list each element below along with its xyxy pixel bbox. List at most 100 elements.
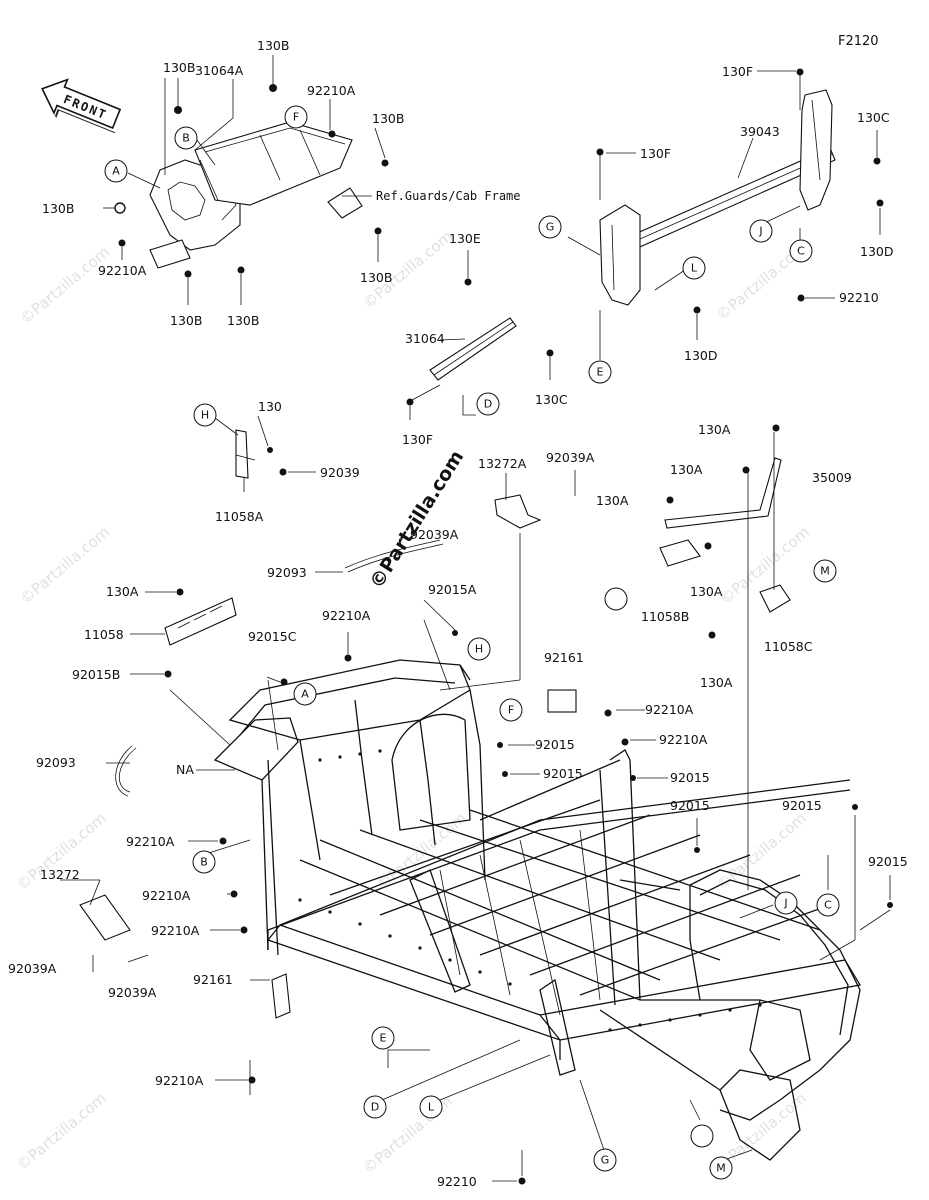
front-arrow: FRONT (41, 78, 122, 134)
center-watermark: ©Partzilla.com (366, 447, 469, 593)
svg-text:F: F (293, 111, 299, 124)
callout-j: J (749, 219, 773, 243)
right-brackets (659, 424, 791, 890)
part-label: 130B (170, 313, 202, 328)
part-label: 130F (640, 146, 671, 161)
reference-note: Ref.Guards/Cab Frame (376, 189, 521, 203)
part-label: 92015 (782, 798, 822, 813)
part-label: 130F (402, 432, 433, 447)
part-label: 92210A (307, 83, 356, 98)
part-label: 92210A (645, 702, 694, 717)
part-label: 92210 (437, 1174, 477, 1189)
part-label: 92015A (428, 582, 477, 597)
part-label: NA (176, 762, 194, 777)
part-label: 11058B (641, 609, 689, 624)
part-label: 130B (227, 313, 259, 328)
callout-f: F (499, 698, 523, 722)
part-label: 92015 (535, 737, 575, 752)
svg-text:A: A (112, 165, 120, 178)
part-label: 39043 (740, 124, 780, 139)
callout-e: E (588, 360, 612, 384)
part-label: 130 (258, 399, 282, 414)
svg-text:E: E (380, 1032, 387, 1045)
part-label: 92015 (543, 766, 583, 781)
frame-rivets (298, 749, 762, 1032)
svg-text:G: G (601, 1154, 610, 1167)
svg-text:L: L (428, 1101, 435, 1114)
part-label: 92039 (320, 465, 360, 480)
bracket-11058a (235, 429, 287, 479)
part-label: 92093 (267, 565, 307, 580)
svg-text:D: D (484, 398, 492, 411)
part-label: 130B (372, 111, 404, 126)
callout-k: L (419, 1095, 443, 1119)
middle-left-parts (115, 494, 542, 797)
callout-h: H (193, 403, 217, 427)
svg-text:J: J (758, 225, 762, 238)
part-label: 130A (698, 422, 731, 437)
leader-lines (60, 55, 891, 1182)
callout-h: H (467, 637, 491, 661)
part-label: 130C (535, 392, 568, 407)
svg-text:E: E (597, 366, 604, 379)
callout-l: M (813, 559, 837, 583)
part-labels: 130B 130B 31064A 92210A 130B 130B 92210A… (8, 38, 908, 1189)
part-label: 92210A (126, 834, 175, 849)
svg-text:C: C (824, 899, 832, 912)
front-bracket-assembly (114, 84, 389, 278)
part-label: 11058C (764, 639, 813, 654)
frame-fasteners (79, 689, 893, 1185)
part-label: 92039A (108, 985, 157, 1000)
svg-text:C: C (797, 245, 805, 258)
part-label: 92039A (410, 527, 459, 542)
callout-f: F (284, 105, 308, 129)
part-label: 92210A (151, 923, 200, 938)
part-label: 92210A (142, 888, 191, 903)
part-label: 92161 (544, 650, 584, 665)
callout-c: C (789, 239, 813, 263)
svg-text:B: B (200, 856, 208, 869)
callout-b: B (174, 126, 198, 150)
part-label: 92015C (248, 629, 297, 644)
diagram-code: F2120 (838, 34, 879, 49)
main-frame (213, 659, 862, 1161)
part-label: 92039A (546, 450, 595, 465)
svg-text:D: D (371, 1101, 379, 1114)
svg-text:B: B (182, 132, 190, 145)
callout-b: B (192, 850, 216, 874)
part-label: 31064A (195, 63, 244, 78)
part-label: 92210A (98, 263, 147, 278)
callout-m (604, 587, 628, 611)
part-label: 130A (690, 584, 723, 599)
part-label: 13272A (478, 456, 527, 471)
svg-text:M: M (716, 1162, 726, 1175)
callout-l: M (709, 1156, 733, 1180)
part-label: 92039A (8, 961, 57, 976)
svg-text:H: H (201, 409, 209, 422)
part-label: 130F (722, 64, 753, 79)
part-label: 130D (860, 244, 893, 259)
part-label: 92161 (193, 972, 233, 987)
part-label: 11058 (84, 627, 124, 642)
part-label: 92015B (72, 667, 120, 682)
watermark: ©Partzilla.com (16, 523, 113, 608)
part-label: 11058A (215, 509, 264, 524)
svg-text:H: H (475, 643, 483, 656)
svg-text:J: J (783, 897, 787, 910)
callout-a: A (104, 159, 128, 183)
svg-text:A: A (301, 688, 309, 701)
part-label: 130E (449, 231, 481, 246)
svg-text:L: L (691, 262, 698, 275)
callout-j: J (774, 891, 798, 915)
callout-d: D (476, 392, 500, 416)
callout-g: G (593, 1148, 617, 1172)
watermark: ©Partzilla.com (16, 243, 113, 328)
part-label: 92210 (839, 290, 879, 305)
callout-g: G (538, 215, 562, 239)
part-label: 130A (670, 462, 703, 477)
part-label: 35009 (812, 470, 852, 485)
callout-e: E (371, 1026, 395, 1050)
part-label: 92015 (670, 798, 710, 813)
callout-d: D (363, 1095, 387, 1119)
